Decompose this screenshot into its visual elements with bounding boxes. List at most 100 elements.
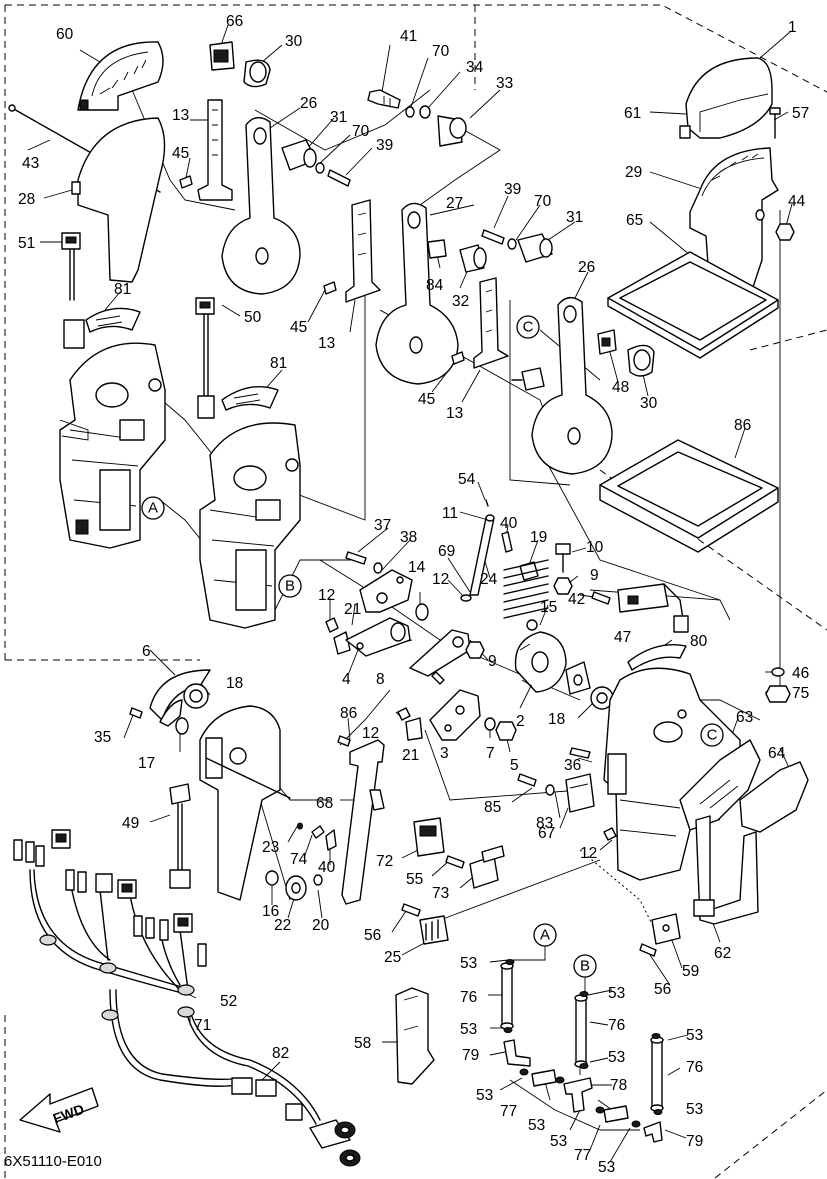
callout-53: 53 (550, 1133, 567, 1150)
cap-20 (313, 874, 323, 886)
screw-40-upper (501, 531, 513, 553)
ring-46 (771, 667, 785, 677)
screw-42 (591, 591, 611, 605)
screw-37 (345, 551, 367, 565)
screw-85 (517, 773, 537, 787)
callout-12: 12 (362, 725, 379, 742)
tee-78 (563, 1077, 593, 1113)
callout-77: 77 (500, 1103, 517, 1120)
lever-27 (375, 202, 459, 385)
clip-12-right (603, 827, 617, 841)
callout-26: 26 (578, 259, 595, 276)
callout-27: 27 (446, 195, 463, 212)
spring-24 (503, 559, 549, 619)
roller-14 (415, 603, 429, 621)
lever-26-top (221, 117, 301, 295)
callout-70: 70 (534, 193, 552, 210)
leader-lines (27, 24, 793, 1163)
clip-19 (519, 561, 539, 581)
callout-70: 70 (432, 43, 450, 60)
part-callouts: 60 66 30 41 70 34 33 1 61 57 43 13 26 31… (18, 13, 809, 1176)
callout-39: 39 (504, 181, 521, 198)
bracket-13-center (473, 277, 509, 369)
callout-38: 38 (400, 529, 417, 546)
hatch-81-mid (221, 386, 279, 411)
callout-28: 28 (18, 191, 35, 208)
bracket-62 (693, 815, 759, 925)
bushing-17 (175, 717, 189, 735)
callout-18: 18 (548, 711, 565, 728)
elbow-79-left (503, 1039, 531, 1067)
callout-67: 67 (538, 825, 555, 842)
callout-33: 33 (496, 75, 513, 92)
callout-53: 53 (598, 1159, 615, 1176)
callout-48: 48 (612, 379, 629, 396)
callout-4: 4 (342, 671, 351, 688)
reference-markers: A B C C A B (141, 315, 724, 978)
arm-4 (345, 617, 411, 657)
callout-6: 6 (142, 643, 151, 660)
cam-plate-3 (429, 689, 481, 741)
elbow-79-right (643, 1121, 663, 1143)
callout-86: 86 (734, 417, 751, 434)
collar-32 (459, 244, 487, 273)
clip-12-left (325, 617, 339, 633)
callout-13: 13 (318, 335, 335, 352)
gear-22 (285, 875, 307, 901)
callout-77: 77 (574, 1147, 591, 1164)
collar-31-center (517, 233, 553, 263)
hatch-81-left (85, 307, 141, 333)
callout-65: 65 (626, 212, 643, 229)
callout-26: 26 (300, 95, 317, 112)
callout-59: 59 (682, 963, 699, 980)
pin-45-center (323, 281, 337, 295)
callout-13: 13 (446, 405, 463, 422)
svg-text:B: B (285, 578, 295, 595)
callout-45: 45 (290, 319, 307, 336)
washer-23 (297, 822, 303, 830)
ref-marker-a-housing: A (141, 496, 165, 520)
callout-72: 72 (376, 853, 393, 870)
screw-36 (569, 747, 591, 759)
callout-64: 64 (768, 745, 786, 762)
callout-39: 39 (376, 137, 393, 154)
callout-31: 31 (566, 209, 583, 226)
washer-70-top (315, 162, 325, 174)
callout-17: 17 (138, 755, 155, 772)
svg-text:A: A (148, 500, 158, 517)
callout-66: 66 (226, 13, 243, 30)
callout-53: 53 (686, 1027, 703, 1044)
switch-48 (597, 329, 617, 355)
diagram-code: 6X51110-E010 (4, 1153, 102, 1170)
frame-65 (607, 251, 779, 359)
callout-7: 7 (486, 745, 495, 762)
callout-45: 45 (418, 391, 435, 408)
switch-66 (209, 41, 235, 71)
callout-3: 3 (440, 745, 449, 762)
callout-53: 53 (460, 1021, 477, 1038)
bracket-13-center-top (345, 199, 381, 303)
callout-81: 81 (114, 281, 131, 298)
frame-86 (599, 439, 779, 553)
pin-35 (129, 707, 143, 719)
callout-11: 11 (442, 505, 458, 522)
callout-68: 68 (316, 795, 333, 812)
screw-55 (445, 855, 465, 869)
callout-9: 9 (488, 653, 497, 670)
callout-32: 32 (452, 293, 469, 310)
switch-connector-center (511, 367, 545, 391)
bracket-58 (395, 987, 435, 1085)
callout-56: 56 (654, 981, 671, 998)
callout-58: 58 (354, 1035, 371, 1052)
screw-56-right (639, 943, 657, 957)
callout-22: 22 (274, 917, 291, 934)
callout-53: 53 (476, 1087, 493, 1104)
callout-34: 34 (466, 59, 484, 76)
shaft-11 (469, 514, 495, 596)
callout-76: 76 (608, 1017, 625, 1034)
gear-2 (514, 631, 567, 693)
clip-12-lower (397, 707, 411, 721)
nut-75 (765, 685, 791, 703)
callout-29: 29 (625, 164, 642, 181)
